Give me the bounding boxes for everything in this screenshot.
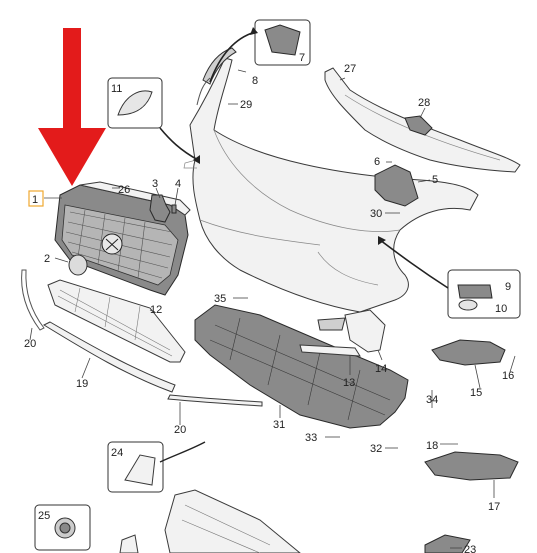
callout-1: 1: [32, 194, 38, 206]
emblem-cover: [68, 254, 88, 276]
callout-19: 19: [76, 378, 88, 390]
callout-16: 16: [502, 370, 514, 382]
leader-arrows: [159, 27, 449, 463]
callout-31: 31: [273, 419, 285, 431]
inset-25: [34, 504, 91, 551]
callout-20-left: 20: [24, 338, 36, 350]
inset-7: [254, 19, 311, 66]
leader-lines: [29, 69, 516, 549]
callout-18: 18: [426, 440, 438, 452]
callout-labels: 1 2 3 4 5 6 7 8 9 10 11 12 13 14 15 16 1…: [24, 52, 514, 553]
fog-lamp-bezel: [299, 309, 386, 357]
callout-13: 13: [343, 377, 355, 389]
skid-plate: [194, 304, 409, 429]
callout-17: 17: [488, 501, 500, 513]
callout-14: 14: [375, 363, 387, 375]
bracket-28: [404, 115, 433, 136]
lower-grille: [47, 279, 186, 363]
callout-1-highlight-box: [28, 190, 44, 207]
side-mount-bracket: [431, 339, 506, 366]
callout-25: 25: [38, 510, 50, 522]
callout-28: 28: [418, 97, 430, 109]
callout-11: 11: [111, 83, 122, 95]
callout-7: 7: [299, 52, 305, 64]
callout-32: 32: [370, 443, 382, 455]
inset-24: [107, 441, 164, 493]
side-bracket: [374, 164, 419, 207]
callout-34: 34: [426, 394, 438, 406]
inset-9-10: [447, 269, 521, 319]
highlight-arrow: [38, 28, 106, 186]
bumper-cover: [183, 57, 479, 313]
lower-trim-20: [167, 394, 263, 407]
callout-9: 9: [505, 281, 511, 293]
callout-24: 24: [111, 447, 123, 459]
grille-bracket: [149, 194, 177, 223]
callout-10: 10: [495, 303, 507, 315]
callout-30: 30: [370, 208, 382, 220]
callout-4: 4: [175, 178, 181, 190]
callout-15: 15: [470, 387, 482, 399]
inset-11: [107, 77, 163, 129]
callout-6: 6: [374, 156, 380, 168]
callout-27: 27: [344, 63, 356, 75]
left-side-trim: [21, 269, 45, 331]
radiator-grille: [54, 181, 191, 296]
callout-20-bottom: 20: [174, 424, 186, 436]
chrome-trim-strip: [42, 321, 176, 393]
callout-12: 12: [150, 304, 162, 316]
callout-35: 35: [214, 293, 226, 305]
callout-8: 8: [252, 75, 258, 87]
side-bracket-17: [424, 451, 519, 481]
callout-2: 2: [44, 253, 50, 265]
callout-29: 29: [240, 99, 252, 111]
callout-33: 33: [305, 432, 317, 444]
lower-center-grille: [119, 489, 471, 553]
callout-23: 23: [464, 544, 476, 553]
upper-trim-strip: [196, 47, 237, 106]
callout-3: 3: [152, 178, 158, 190]
callout-26: 26: [118, 184, 130, 196]
callout-5: 5: [432, 174, 438, 186]
